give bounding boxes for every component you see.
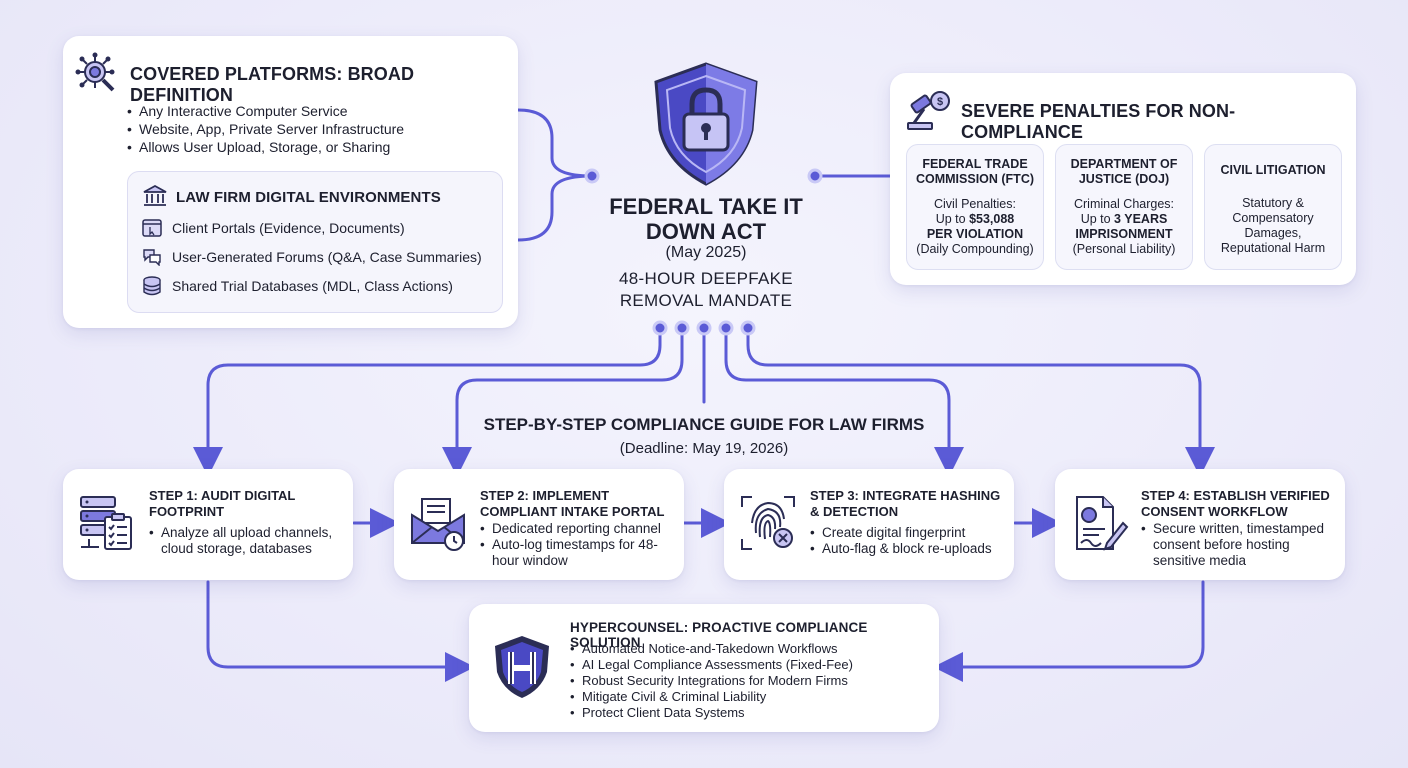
list-item: Website, App, Private Server Infrastruct… (127, 120, 404, 138)
list-item: Secure written, timestamped consent befo… (1141, 521, 1337, 569)
envelope-clock-icon (411, 498, 465, 551)
list-item: Robust Security Integrations for Modern … (570, 673, 853, 689)
database-icon (143, 276, 161, 296)
list-item: Analyze all upload channels, cloud stora… (149, 525, 345, 557)
step-bullets: Analyze all upload channels, cloud stora… (149, 525, 345, 557)
network-search-icon (75, 52, 115, 92)
step-title: STEP 3: INTEGRATE HASHING & DETECTION (810, 488, 1001, 519)
step-bullets: Dedicated reporting channel Auto-log tim… (480, 521, 676, 569)
list-item: Client Portals (Evidence, Documents) (142, 217, 405, 239)
courthouse-icon (143, 184, 167, 206)
browser-window-icon (142, 219, 162, 237)
list-item: Dedicated reporting channel (480, 521, 676, 537)
fingerprint-block-icon (741, 496, 795, 550)
guide-deadline: (Deadline: May 19, 2026) (619, 440, 789, 457)
list-item: Auto-flag & block re-uploads (810, 541, 1006, 557)
svg-text:$: $ (937, 96, 943, 108)
list-item: Auto-log timestamps for 48-hour window (480, 537, 676, 569)
gavel-icon: $ (907, 91, 950, 130)
server-checklist-icon (80, 496, 132, 550)
guide-title: STEP-BY-STEP COMPLIANCE GUIDE FOR LAW FI… (483, 415, 925, 434)
list-item: Automated Notice-and-Takedown Workflows (570, 641, 853, 657)
chat-bubbles-icon (143, 249, 161, 266)
list-item: Create digital fingerprint (810, 525, 1006, 541)
shield-lock-icon (654, 62, 758, 186)
take-it-down-act-center: FEDERAL TAKE IT DOWN ACT (May 2025) 48-H… (596, 60, 816, 320)
list-item: Mitigate Civil & Criminal Liability (570, 689, 853, 705)
act-title: FEDERAL TAKE IT DOWN ACT (609, 194, 803, 244)
penalties-title: SEVERE PENALTIES FOR NON-COMPLIANCE (961, 101, 1236, 142)
list-item: Any Interactive Computer Service (127, 102, 404, 120)
step-title: STEP 4: ESTABLISH VERIFIED CONSENT WORKF… (1141, 488, 1330, 519)
act-mandate: 48-HOUR DEEPFAKE REMOVAL MANDATE (619, 269, 793, 310)
hypercounsel-bullets: Automated Notice-and-Takedown Workflows … (570, 641, 853, 721)
law-firm-environments-title: LAW FIRM DIGITAL ENVIRONMENTS (176, 189, 441, 206)
penalty-box-civil: CIVIL LITIGATION Statutory & Compensator… (1204, 144, 1342, 270)
list-item: AI Legal Compliance Assessments (Fixed-F… (570, 657, 853, 673)
covered-platforms-title: COVERED PLATFORMS: BROAD DEFINITION (130, 64, 415, 105)
list-item: Protect Client Data Systems (570, 705, 853, 721)
covered-platforms-list: Any Interactive Computer Service Website… (127, 102, 404, 156)
signed-document-icon (1076, 496, 1129, 551)
step-4-card: STEP 4: ESTABLISH VERIFIED CONSENT WORKF… (1055, 469, 1345, 580)
step-bullets: Secure written, timestamped consent befo… (1141, 521, 1337, 569)
step-2-card: STEP 2: IMPLEMENT COMPLIANT INTAKE PORTA… (394, 469, 684, 580)
step-1-card: STEP 1: AUDIT DIGITAL FOOTPRINT Analyze … (63, 469, 353, 580)
act-date: (May 2025) (665, 244, 747, 261)
list-item: Shared Trial Databases (MDL, Class Actio… (142, 275, 453, 297)
list-item: Allows User Upload, Storage, or Sharing (127, 138, 404, 156)
step-title: STEP 2: IMPLEMENT COMPLIANT INTAKE PORTA… (480, 488, 665, 519)
penalties-card: $ SEVERE PENALTIES FOR NON-COMPLIANCE FE… (890, 73, 1356, 285)
penalty-box-ftc: FEDERAL TRADE COMMISSION (FTC) Civil Pen… (906, 144, 1044, 270)
step-3-card: STEP 3: INTEGRATE HASHING & DETECTION Cr… (724, 469, 1014, 580)
list-item: User-Generated Forums (Q&A, Case Summari… (142, 246, 482, 268)
law-firm-environments-box: LAW FIRM DIGITAL ENVIRONMENTS Client Por… (127, 171, 503, 313)
step-title: STEP 1: AUDIT DIGITAL FOOTPRINT (149, 488, 296, 519)
step-bullets: Create digital fingerprint Auto-flag & b… (810, 525, 1006, 557)
compliance-guide-heading: STEP-BY-STEP COMPLIANCE GUIDE FOR LAW FI… (440, 415, 968, 457)
hypercounsel-logo (495, 636, 549, 698)
penalty-box-doj: DEPARTMENT OF JUSTICE (DOJ) Criminal Cha… (1055, 144, 1193, 270)
covered-platforms-card: COVERED PLATFORMS: BROAD DEFINITION Any … (63, 36, 518, 328)
hypercounsel-card: HYPERCOUNSEL: PROACTIVE COMPLIANCE SOLUT… (469, 604, 939, 732)
